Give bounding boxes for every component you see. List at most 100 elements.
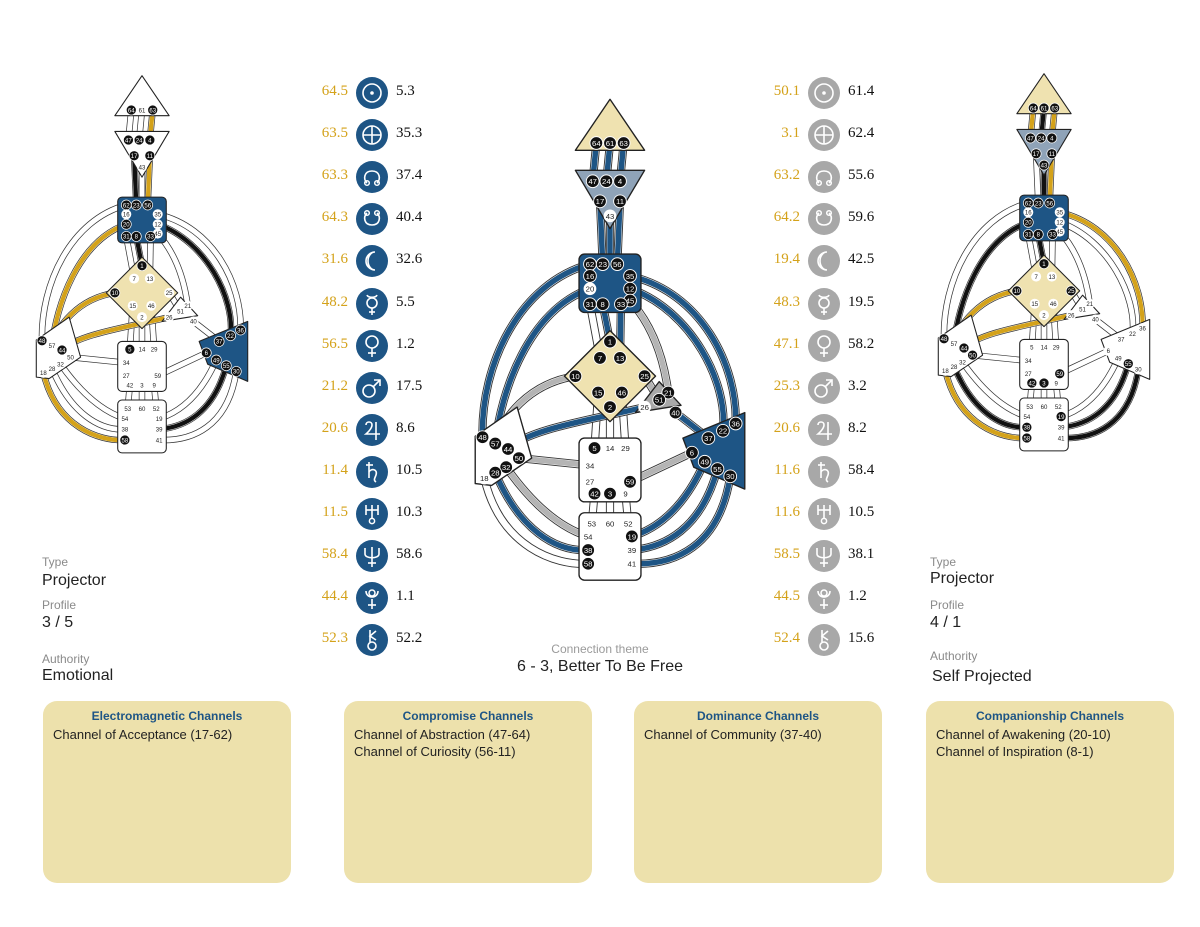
gate-number: 35 xyxy=(1056,211,1063,217)
left-profile-value: 3 / 5 xyxy=(42,614,74,631)
gate-50: 50 xyxy=(512,451,526,465)
gate-number: 57 xyxy=(49,344,56,350)
gate-23: 23 xyxy=(130,199,142,211)
gate-number: 35 xyxy=(626,272,635,281)
channel-item: Channel of Awakening (20-10) xyxy=(936,727,1111,742)
gate-number: 13 xyxy=(1048,275,1055,281)
gate-number: 12 xyxy=(626,285,635,294)
gate-number: 8 xyxy=(1037,233,1041,239)
gate-29: 29 xyxy=(1051,342,1062,353)
gate-6: 6 xyxy=(1103,345,1114,356)
gate-number: 25 xyxy=(640,372,649,381)
chiron-icon xyxy=(808,624,840,657)
gate-15: 15 xyxy=(127,300,138,311)
gate-number: 19 xyxy=(156,417,163,423)
gate-number: 23 xyxy=(1035,201,1042,207)
gate-9: 9 xyxy=(1051,378,1062,388)
gate-53: 53 xyxy=(585,517,599,531)
gate-27: 27 xyxy=(583,475,597,489)
gate-number: 31 xyxy=(123,235,130,241)
gate-number: 16 xyxy=(586,272,595,281)
gate-37: 37 xyxy=(701,431,716,445)
gate-number: 23 xyxy=(598,260,607,269)
gate-27: 27 xyxy=(121,370,132,381)
design-value: 44.4 xyxy=(321,588,348,605)
gate-64: 64 xyxy=(589,136,604,150)
gate-number: 34 xyxy=(1025,359,1032,365)
gate-27: 27 xyxy=(1023,368,1034,379)
card-title: Companionship Channels xyxy=(975,709,1124,723)
gate-10: 10 xyxy=(109,287,121,299)
design-value: 64.2 xyxy=(773,209,800,226)
south-node-icon xyxy=(356,203,388,236)
gate-18: 18 xyxy=(38,367,49,378)
gate-number: 50 xyxy=(67,355,74,361)
gate-14: 14 xyxy=(137,344,147,355)
channel-track xyxy=(1057,219,1136,337)
gate-19: 19 xyxy=(625,529,639,544)
right-type-value: Projector xyxy=(930,570,995,587)
gate-number: 30 xyxy=(726,472,735,481)
gate-47: 47 xyxy=(1025,132,1036,144)
gate-39: 39 xyxy=(154,424,165,435)
gate-number: 57 xyxy=(491,439,500,448)
personality-value: 10.5 xyxy=(396,461,423,478)
gate-11: 11 xyxy=(1046,148,1058,160)
gate-55: 55 xyxy=(1122,358,1134,370)
moon-icon xyxy=(356,245,388,278)
gate-51: 51 xyxy=(175,306,186,317)
gate-7: 7 xyxy=(129,273,140,284)
design-value: 20.6 xyxy=(773,419,800,436)
gate-61: 61 xyxy=(137,105,147,115)
gate-21: 21 xyxy=(1084,298,1095,309)
gate-number: 41 xyxy=(1058,436,1065,442)
gate-number: 27 xyxy=(123,374,130,380)
gate-number: 24 xyxy=(602,177,611,186)
gate-42: 42 xyxy=(1026,377,1038,389)
gate-number: 1 xyxy=(1042,262,1046,268)
gate-23: 23 xyxy=(595,257,610,271)
gate-25: 25 xyxy=(637,369,652,383)
gate-42: 42 xyxy=(587,486,602,501)
gate-1: 1 xyxy=(603,334,617,349)
design-value: 48.3 xyxy=(773,293,800,310)
personality-value: 61.4 xyxy=(848,83,875,99)
gate-number: 14 xyxy=(139,348,146,354)
gate-number: 48 xyxy=(39,339,46,345)
gate-number: 3 xyxy=(140,383,144,389)
gate-number: 40 xyxy=(1092,318,1099,324)
gate-number: 43 xyxy=(606,212,615,221)
gate-49: 49 xyxy=(697,454,712,469)
personality-value: 35.3 xyxy=(396,125,423,142)
gate-15: 15 xyxy=(1029,298,1040,309)
gate-number: 8 xyxy=(601,300,605,309)
gate-51: 51 xyxy=(652,392,667,407)
gate-40: 40 xyxy=(188,316,199,327)
gate-number: 51 xyxy=(1079,308,1086,314)
gate-number: 22 xyxy=(1129,332,1136,338)
mercury-icon xyxy=(356,287,388,320)
channel-track xyxy=(49,366,128,432)
gate-4: 4 xyxy=(144,134,156,146)
neptune-icon xyxy=(808,540,840,573)
gate-number: 6 xyxy=(690,449,694,458)
gate-54: 54 xyxy=(581,530,595,543)
gate-number: 56 xyxy=(1046,201,1053,207)
gate-19: 19 xyxy=(154,413,165,424)
gate-number: 61 xyxy=(606,139,615,148)
gate-3: 3 xyxy=(1038,377,1050,389)
channel-28-38 xyxy=(951,364,1029,430)
connection-theme-value: 6 - 3, Better To Be Free xyxy=(516,658,683,675)
gate-number: 61 xyxy=(1041,106,1048,112)
gate-40: 40 xyxy=(1090,314,1101,325)
gate-number: 18 xyxy=(942,369,949,375)
gate-number: 42 xyxy=(126,383,133,389)
